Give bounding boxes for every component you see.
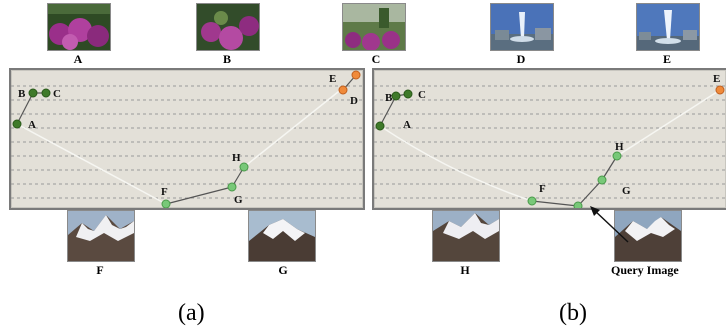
graph-panel-a: A B C D E F G H: [9, 68, 365, 210]
edge-a-f: [16, 123, 167, 205]
node-c: [403, 89, 413, 99]
thumbnail-c-label: C: [371, 52, 381, 66]
node-b-label: B: [385, 92, 393, 104]
thumbnail-h: [432, 210, 500, 262]
thumbnail-b-label: B: [222, 52, 231, 66]
thumbnail-d: [490, 3, 554, 51]
edge-h-d: [243, 87, 344, 168]
query-image: [614, 210, 682, 262]
node-h: [612, 151, 622, 161]
node-b: [28, 88, 38, 98]
thumbnail-e-label: E: [662, 52, 671, 66]
thumbnail-e: [636, 3, 700, 51]
thumbnail-f-label: F: [96, 263, 104, 277]
node-d: [338, 85, 348, 95]
query-image-label: Query Image: [611, 263, 679, 277]
node-a-label: A: [28, 119, 36, 131]
thumbnail-g: [248, 210, 316, 262]
node-e: [715, 85, 725, 95]
node-e: [351, 70, 361, 80]
node-e-label: E: [329, 73, 336, 85]
thumbnail-b: [196, 3, 260, 51]
node-c-label: C: [418, 89, 426, 101]
node-f: [161, 199, 171, 208]
node-a: [12, 119, 22, 129]
node-d-label: D: [350, 95, 358, 107]
query-arrow: [590, 206, 629, 243]
node-g-label: G: [234, 194, 243, 206]
node-h-label: H: [232, 152, 241, 164]
thumbnail-h-label: H: [460, 263, 470, 277]
node-f: [527, 196, 537, 206]
caption-a: (a): [178, 300, 205, 326]
graph-a: A B C D E F G H: [11, 70, 363, 208]
thumbnail-f: [67, 210, 135, 262]
node-c-label: C: [53, 88, 61, 100]
edge-a-f-b: [379, 125, 533, 202]
node-f-label: F: [161, 186, 168, 198]
graph-b: A B C E F G H: [374, 73, 726, 208]
node-h: [239, 162, 249, 172]
edge-h-e-b: [616, 89, 721, 157]
node-e-label: E: [713, 73, 720, 85]
thumbnail-d-label: D: [516, 52, 526, 66]
thumbnail-c: [342, 3, 406, 51]
node-g: [227, 182, 237, 192]
node-a-label: A: [403, 119, 411, 131]
thumbnail-a: [47, 3, 111, 51]
graph-panel-b: A B C E F G H: [372, 68, 726, 210]
node-b: [391, 91, 401, 101]
node-f-label: F: [539, 183, 546, 195]
caption-b: (b): [559, 300, 587, 326]
node-b-label: B: [18, 88, 26, 100]
node-h-label: H: [615, 141, 624, 153]
node-g-label: G: [622, 185, 631, 197]
thumbnail-a-label: A: [73, 52, 83, 66]
node-query: [573, 201, 583, 208]
node-a: [375, 121, 385, 131]
node-g: [597, 175, 607, 185]
thumbnail-g-label: G: [278, 263, 288, 277]
node-c: [41, 88, 51, 98]
